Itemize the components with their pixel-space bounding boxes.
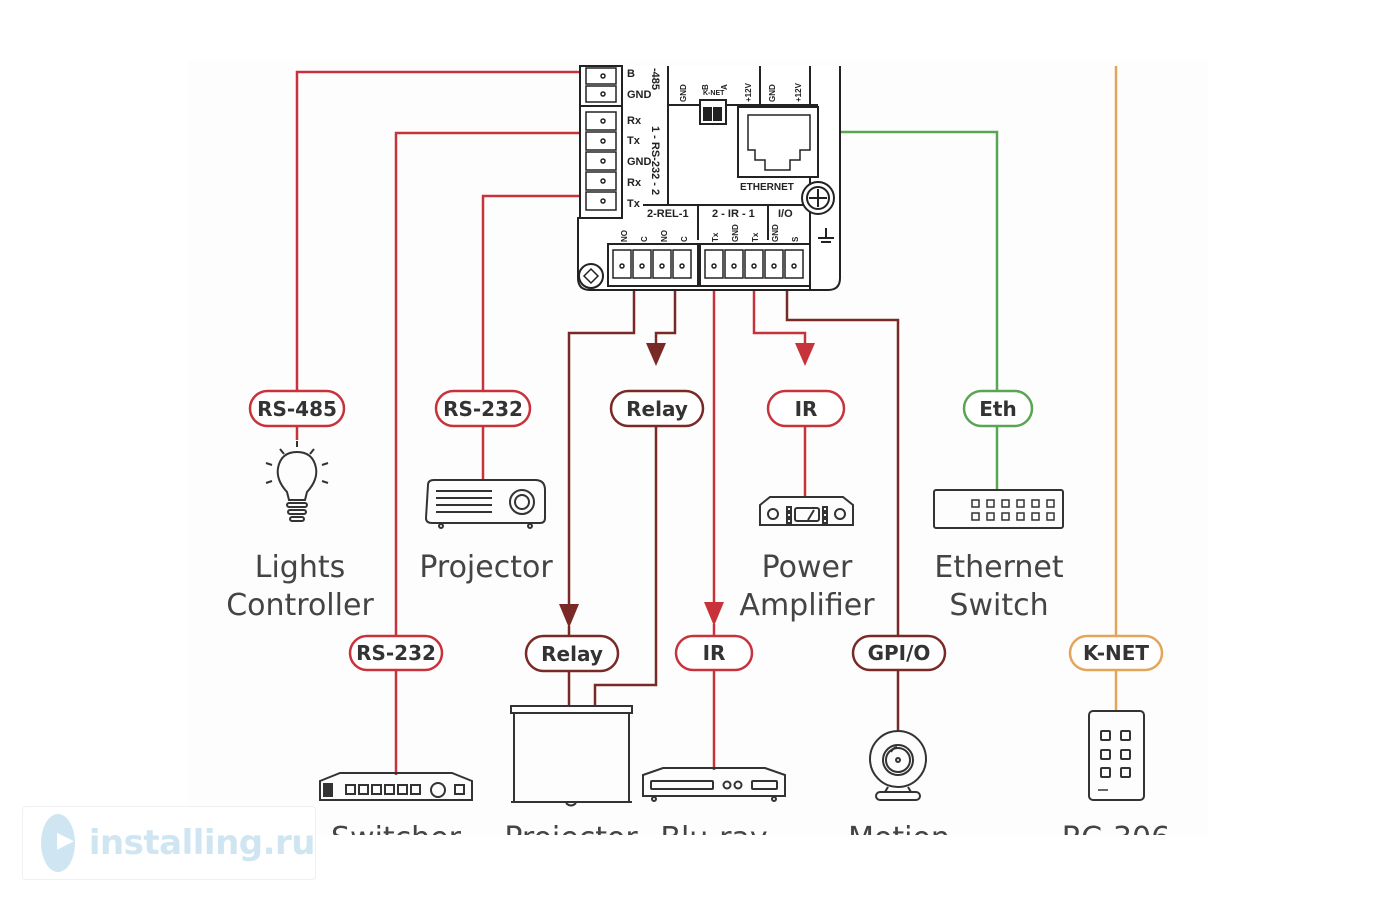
wire-ir-amplifier: [752, 285, 807, 346]
device-labels: Lights Controller Projector Power Amplif…: [226, 550, 1064, 623]
svg-text:RS-485: RS-485: [257, 397, 337, 421]
power-amplifier-icon: [759, 496, 854, 526]
pin-no-2: NO: [660, 230, 669, 242]
label-rs232-tx1: Tx: [627, 135, 641, 147]
tag-rs232-switcher: RS-232: [348, 634, 444, 672]
wire-gpio: [785, 285, 900, 636]
motion-sensor-icon: [869, 730, 927, 801]
svg-text:IR: IR: [703, 641, 726, 665]
wire-rs485: [295, 70, 583, 392]
svg-text:RS-232: RS-232: [356, 641, 436, 665]
wire-relay-1: [654, 285, 677, 346]
bluray-player-icon: [642, 767, 786, 802]
label-ethernet: ETHERNET: [740, 182, 794, 193]
pin-c-1: C: [640, 236, 649, 242]
tag-ir-amplifier: IR: [766, 389, 846, 428]
wire-rs232-projector: [481, 194, 583, 392]
device-label-bluray: Blu-ray: [660, 821, 767, 856]
svg-text:Relay: Relay: [541, 642, 603, 666]
device-label-amplifier-1: Power: [762, 550, 853, 585]
svg-text:Eth: Eth: [979, 397, 1016, 421]
svg-text:Relay: Relay: [626, 397, 688, 421]
device-label-amplifier-2: Amplifier: [739, 588, 875, 623]
tag-rs232-projector: RS-232: [434, 389, 532, 428]
device-label-rc306: RC-306: [1062, 821, 1170, 856]
arrow-ir-bluray: [704, 602, 724, 626]
installing-logo-icon: ▶: [41, 814, 75, 872]
pin-c-2: C: [680, 236, 689, 242]
wire-rs232-switcher: [394, 131, 583, 636]
tag-rs485: RS-485: [248, 389, 346, 428]
ethernet-switch-icon: [933, 489, 1064, 529]
svg-text:RS-232: RS-232: [443, 397, 523, 421]
label-rs232-rx1: Rx: [627, 115, 642, 127]
tag-relay-1: Relay: [609, 389, 705, 428]
tag-knet: K-NET: [1068, 634, 1164, 672]
tag-relay-screen: Relay: [524, 634, 620, 673]
label-top-12v2: +12V: [794, 82, 803, 102]
pin-gnd-1: GND: [731, 224, 740, 242]
label-relay-group: 2-REL-1: [647, 208, 689, 220]
device-label-ethernet-1: Ethernet: [934, 550, 1063, 585]
label-top-a: A: [720, 84, 729, 90]
connection-tags: RS-485 RS-232 Relay IR Eth RS-232: [248, 389, 1164, 673]
device-label-lights-2: Controller: [226, 588, 374, 623]
pin-gnd-2: GND: [771, 224, 780, 242]
tag-ir-bluray: IR: [674, 634, 754, 672]
arrow-relay-screen: [559, 604, 579, 628]
switcher-icon: [319, 772, 473, 801]
label-io-group: I/O: [778, 208, 793, 220]
arrow-ir-amplifier: [795, 343, 815, 366]
device-label-motion: Motion: [848, 821, 950, 856]
label-rs232-gnd: GND: [627, 156, 652, 168]
label-rs485-title: -485: [649, 68, 661, 90]
device-label-ethernet-2: Switch: [949, 588, 1048, 623]
device-label-projector: Projector: [419, 550, 553, 585]
controller-board: [577, 65, 841, 291]
label-ir-group: 2 - IR - 1: [712, 208, 755, 220]
watermark-text: installing.ru: [88, 823, 316, 863]
wire-relay-screen: [567, 285, 636, 610]
label-knet: K-NET: [703, 90, 725, 97]
projection-screen-icon: [510, 705, 633, 807]
label-rs485-gnd: GND: [627, 89, 652, 101]
device-label-screen: Projector: [504, 821, 638, 856]
wire-ethernet: [818, 130, 999, 392]
device-label-switcher: Switcher: [331, 821, 462, 856]
label-rs232-title: 1 - RS-232 - 2: [649, 126, 661, 195]
board-labels: B GND Rx Tx GND Rx Tx -485 1 - RS-232 - …: [620, 68, 803, 242]
svg-text:K-NET: K-NET: [1083, 641, 1149, 665]
tag-eth: Eth: [962, 389, 1034, 428]
pin-s: S: [791, 236, 800, 242]
pin-tx-1: Tx: [711, 232, 720, 242]
tag-gpio: GPI/O: [851, 634, 947, 672]
pin-tx-2: Tx: [751, 232, 760, 242]
svg-text:IR: IR: [795, 397, 818, 421]
wire-relay-1-lower: [593, 426, 658, 708]
keypad-icon: [1088, 710, 1145, 801]
device-label-lights-1: Lights: [255, 550, 346, 585]
label-top-gnd: GND: [679, 84, 688, 102]
arrow-relay-1: [646, 343, 666, 366]
label-rs232-rx2: Rx: [627, 177, 642, 189]
light-bulb-icon: [265, 441, 329, 522]
pin-no-1: NO: [620, 230, 629, 242]
label-rs232-tx2: Tx: [627, 198, 641, 210]
label-top-gnd2: GND: [768, 84, 777, 102]
label-rs485-b: B: [627, 68, 635, 80]
svg-text:GPI/O: GPI/O: [868, 641, 931, 665]
label-top-b: B: [701, 84, 710, 90]
watermark: ▶ installing.ru: [22, 806, 316, 880]
device-labels-cropped: Switcher Projector Blu-ray Motion RC-306: [331, 821, 1170, 856]
projector-icon: [424, 479, 546, 529]
label-top-12v: +12V: [744, 82, 753, 102]
